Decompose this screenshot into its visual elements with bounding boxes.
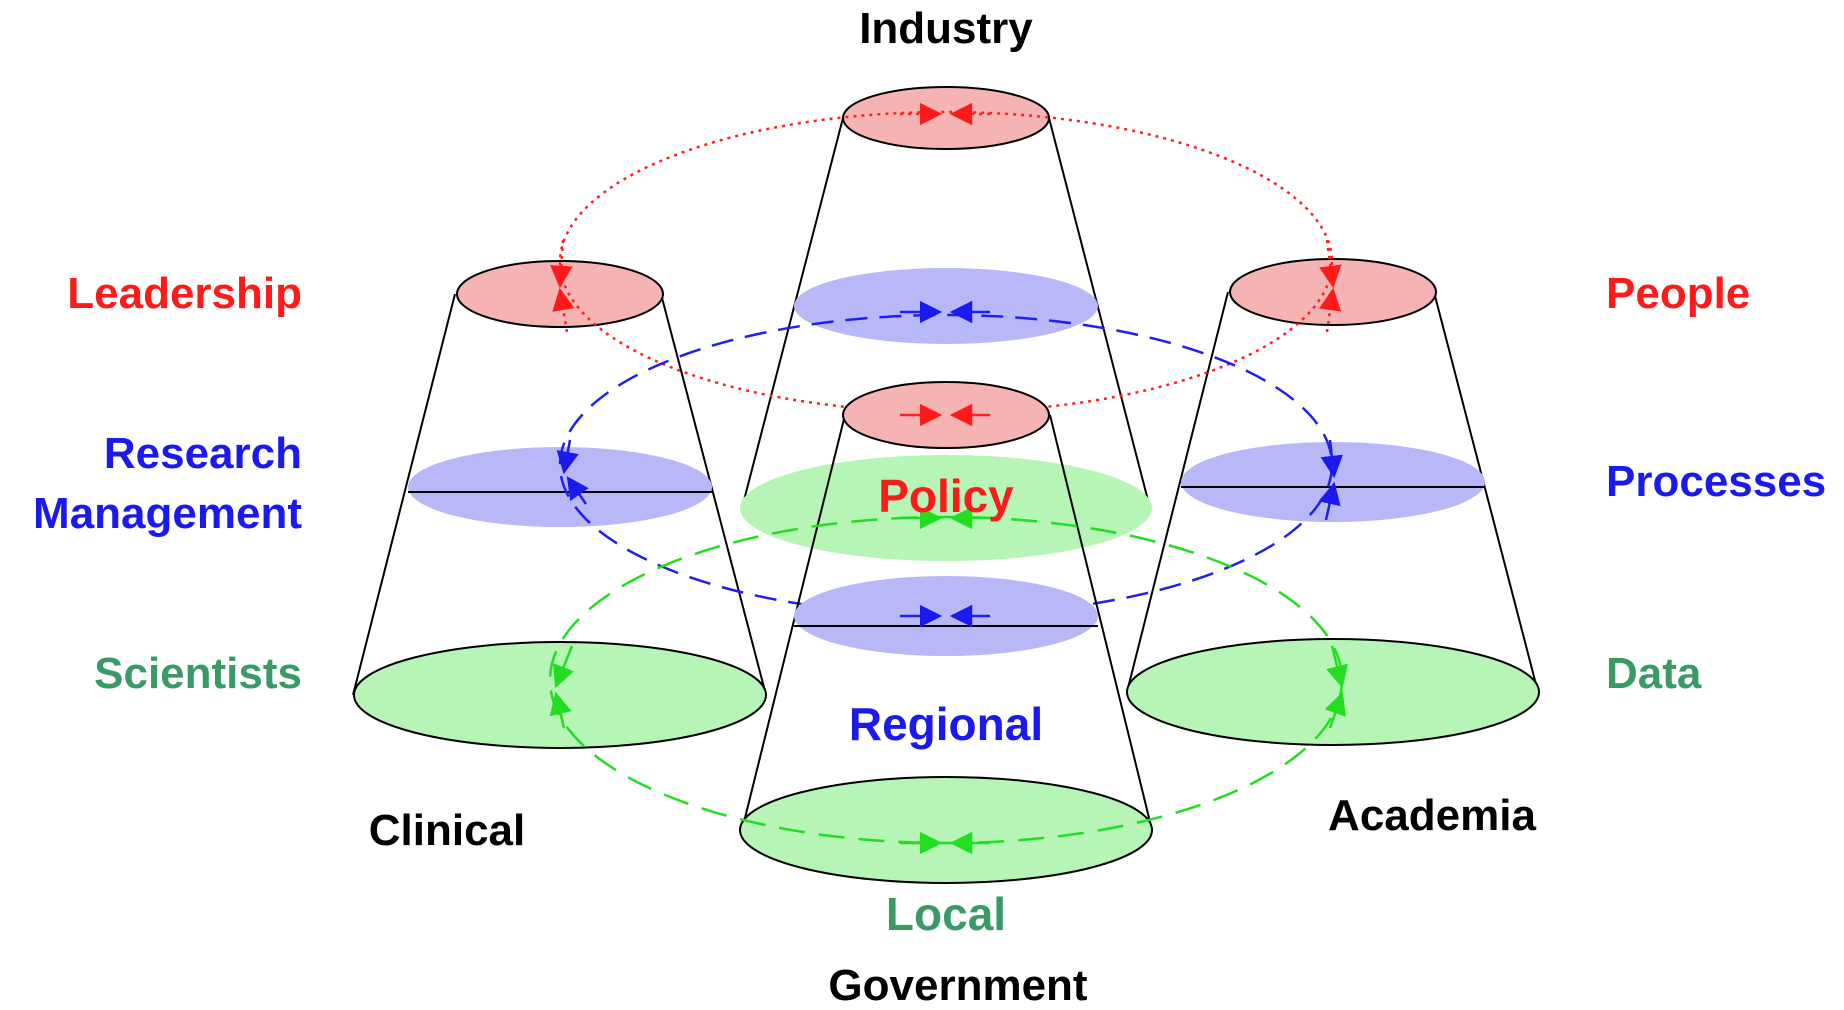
cone-academia <box>1126 258 1540 746</box>
label-data: Data <box>1606 649 1702 698</box>
academia-blue-level <box>1181 442 1485 522</box>
label-clinical: Clinical <box>369 806 526 855</box>
cone-government <box>739 381 1153 884</box>
label-scientists: Scientists <box>94 649 302 698</box>
government-red-top <box>842 381 1050 449</box>
label-local: Local <box>886 888 1006 940</box>
label-academia: Academia <box>1328 791 1536 840</box>
cone-clinical <box>352 260 767 749</box>
label-processes: Processes <box>1606 457 1826 506</box>
label-government: Government <box>828 961 1088 1010</box>
label-regional: Regional <box>849 698 1043 750</box>
label-leadership: Leadership <box>67 269 302 318</box>
green-cycle <box>548 506 1349 855</box>
clinical-blue-level <box>408 447 712 527</box>
label-people: People <box>1606 269 1750 318</box>
industry-red-top <box>842 86 1050 150</box>
clinical-green-level <box>353 641 767 749</box>
government-green-level <box>739 776 1153 884</box>
label-industry: Industry <box>859 4 1033 53</box>
cone-industry <box>740 86 1152 561</box>
industry-green-level <box>740 455 1152 561</box>
label-research: Research <box>104 429 302 478</box>
label-management: Management <box>33 489 302 538</box>
label-policy: Policy <box>878 470 1014 522</box>
government-blue-level <box>794 576 1098 656</box>
industry-blue-level <box>794 268 1098 344</box>
red-cycle <box>550 102 1342 428</box>
